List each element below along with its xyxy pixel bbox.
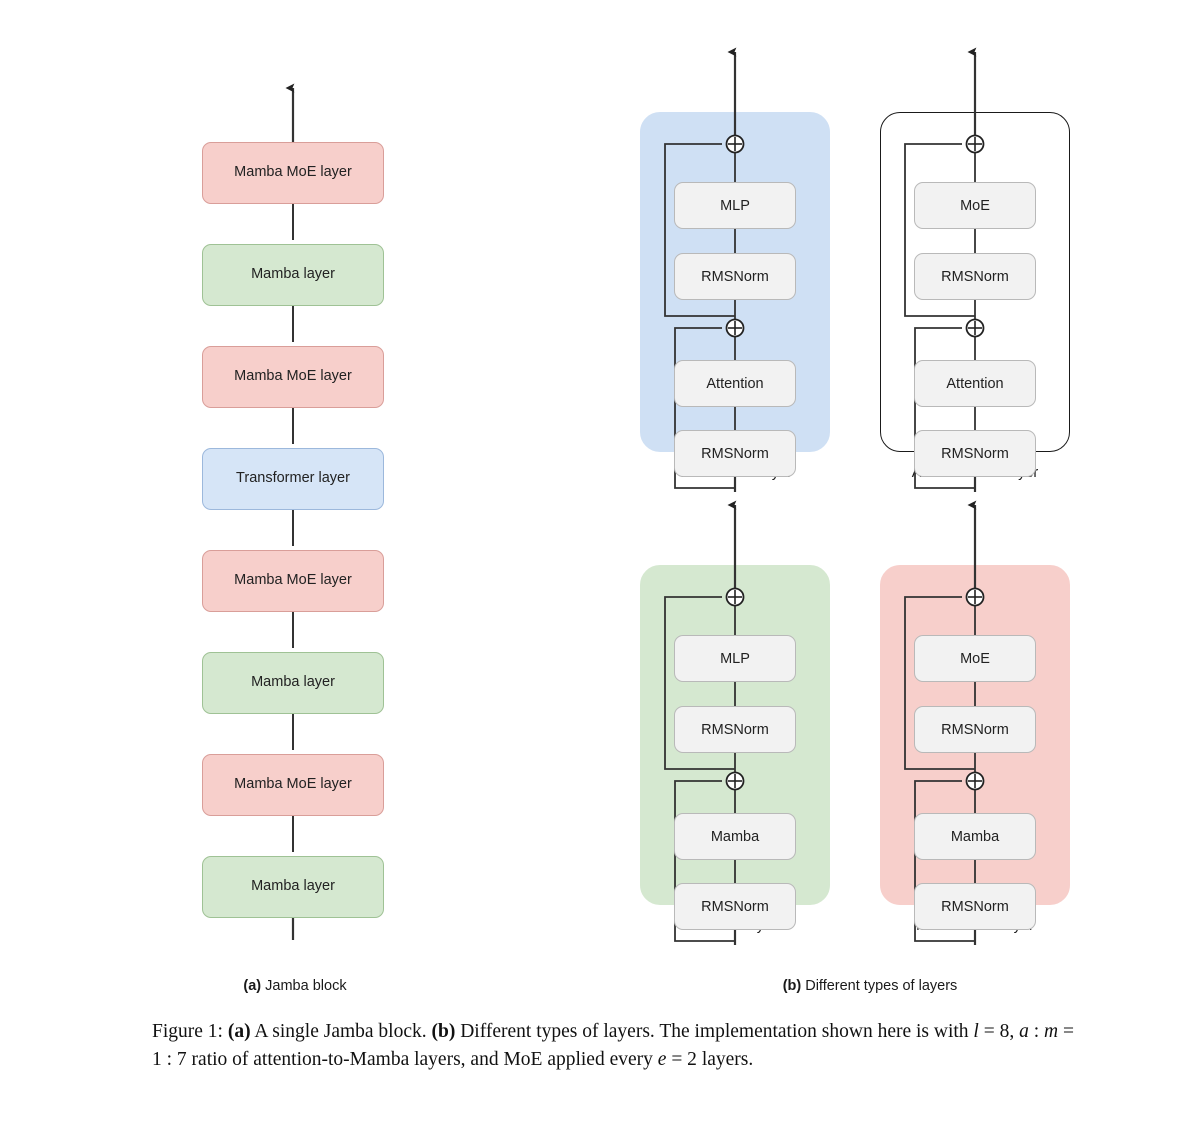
jamba-block-layer-2-label: Mamba MoE layer bbox=[234, 368, 352, 385]
jamba-block-layer-4-label: Mamba MoE layer bbox=[234, 572, 352, 589]
caption-math-l: l bbox=[973, 1021, 979, 1042]
panel-a-subcaption-text: Jamba block bbox=[261, 978, 347, 994]
jamba-block-layer-6[interactable]: Mamba MoE layer bbox=[202, 754, 384, 816]
mamba-bottom-module[interactable]: Mamba bbox=[674, 813, 796, 860]
jamba-block-layer-3-label: Transformer layer bbox=[236, 470, 350, 487]
caption-math-a: a bbox=[1019, 1021, 1029, 1042]
jamba-block-layer-5[interactable]: Mamba layer bbox=[202, 652, 384, 714]
mamba-top-norm-label: RMSNorm bbox=[701, 721, 769, 738]
transformer-top-norm[interactable]: RMSNorm bbox=[674, 253, 796, 300]
jamba-block-layer-0-label: Mamba MoE layer bbox=[234, 164, 352, 181]
transformer-bottom-module-label: Attention bbox=[706, 375, 764, 392]
jamba-block-layer-5-label: Mamba layer bbox=[251, 674, 335, 691]
transformer-top-module[interactable]: MLP bbox=[674, 182, 796, 229]
panel-b-subcaption: (b) Different types of layers bbox=[720, 978, 1020, 994]
figure-number: Figure 1: bbox=[152, 1021, 223, 1042]
jamba-block-spine bbox=[285, 83, 295, 940]
attention-moe-bottom-module-label: Attention bbox=[946, 375, 1004, 392]
jamba-block-layer-2[interactable]: Mamba MoE layer bbox=[202, 346, 384, 408]
attention-moe-top-module-label: MoE bbox=[960, 197, 990, 214]
caption-text-a: A single Jamba block. bbox=[250, 1021, 432, 1042]
jamba-block-layer-7-label: Mamba layer bbox=[251, 878, 335, 895]
transformer-bottom-norm[interactable]: RMSNorm bbox=[674, 430, 796, 477]
mamba-moe-top-module-label: MoE bbox=[960, 650, 990, 667]
caption-eq-1: = 8, bbox=[978, 1021, 1020, 1042]
jamba-block-layer-1-label: Mamba layer bbox=[251, 266, 335, 283]
attention-moe-top-norm[interactable]: RMSNorm bbox=[914, 253, 1036, 300]
caption-tail-1: ratio of attention-to-Mamba layers, and … bbox=[186, 1049, 658, 1071]
mamba-moe-top-norm-label: RMSNorm bbox=[941, 721, 1009, 738]
caption-colon-1: : bbox=[1028, 1021, 1045, 1042]
attention-moe-bottom-norm-label: RMSNorm bbox=[941, 445, 1009, 462]
caption-tail-2: layers. bbox=[696, 1049, 754, 1071]
attention-moe-top-norm-label: RMSNorm bbox=[941, 268, 1009, 285]
jamba-block-layer-6-label: Mamba MoE layer bbox=[234, 776, 352, 793]
jamba-block-layer-7[interactable]: Mamba layer bbox=[202, 856, 384, 918]
caption-math-e: e bbox=[657, 1049, 667, 1071]
jamba-block-layer-3[interactable]: Transformer layer bbox=[202, 448, 384, 510]
mamba-bottom-norm[interactable]: RMSNorm bbox=[674, 883, 796, 930]
caption-tag-a: (a) bbox=[227, 1021, 251, 1042]
mamba-bottom-module-label: Mamba bbox=[710, 828, 760, 845]
caption-tag-b: (b) bbox=[431, 1021, 456, 1042]
mamba-moe-top-module[interactable]: MoE bbox=[914, 635, 1036, 682]
caption-eq-3: = 2 bbox=[666, 1049, 697, 1071]
panel-a-subcaption: (a) Jamba block bbox=[150, 978, 440, 994]
mamba-bottom-norm-label: RMSNorm bbox=[701, 898, 769, 915]
mamba-moe-bottom-norm-label: RMSNorm bbox=[941, 898, 1009, 915]
panel-a-subcaption-tag: (a) bbox=[243, 978, 262, 994]
transformer-bottom-norm-label: RMSNorm bbox=[701, 445, 769, 462]
jamba-block-layer-1[interactable]: Mamba layer bbox=[202, 244, 384, 306]
mamba-moe-bottom-norm[interactable]: RMSNorm bbox=[914, 883, 1036, 930]
jamba-block-layer-4[interactable]: Mamba MoE layer bbox=[202, 550, 384, 612]
panel-b-layer-types: MLP RMSNorm Attention RMSNorm Transforme… bbox=[600, 40, 1140, 994]
attention-moe-bottom-module[interactable]: Attention bbox=[914, 360, 1036, 407]
caption-text-b: Different types of layers. The implement… bbox=[455, 1021, 974, 1042]
caption-math-m: m bbox=[1044, 1021, 1059, 1042]
mamba-moe-bottom-module-label: Mamba bbox=[950, 828, 1000, 845]
panel-b-subcaption-text: Different types of layers bbox=[801, 978, 958, 994]
figure-caption: Figure 1: (a) A single Jamba block. (b) … bbox=[152, 1018, 1082, 1075]
panel-a-jamba-block: Mamba MoE layer Mamba layer Mamba MoE la… bbox=[150, 40, 550, 994]
attention-moe-bottom-norm[interactable]: RMSNorm bbox=[914, 430, 1036, 477]
attention-moe-top-module[interactable]: MoE bbox=[914, 182, 1036, 229]
panel-b-subcaption-tag: (b) bbox=[782, 978, 802, 994]
caption-eq-2: = 1 : 7 bbox=[152, 1021, 1074, 1071]
transformer-top-norm-label: RMSNorm bbox=[701, 268, 769, 285]
transformer-top-module-label: MLP bbox=[720, 197, 750, 214]
mamba-top-module-label: MLP bbox=[720, 650, 750, 667]
jamba-block-layer-0[interactable]: Mamba MoE layer bbox=[202, 142, 384, 204]
mamba-top-module[interactable]: MLP bbox=[674, 635, 796, 682]
mamba-moe-bottom-module[interactable]: Mamba bbox=[914, 813, 1036, 860]
transformer-bottom-module[interactable]: Attention bbox=[674, 360, 796, 407]
mamba-top-norm[interactable]: RMSNorm bbox=[674, 706, 796, 753]
mamba-moe-top-norm[interactable]: RMSNorm bbox=[914, 706, 1036, 753]
